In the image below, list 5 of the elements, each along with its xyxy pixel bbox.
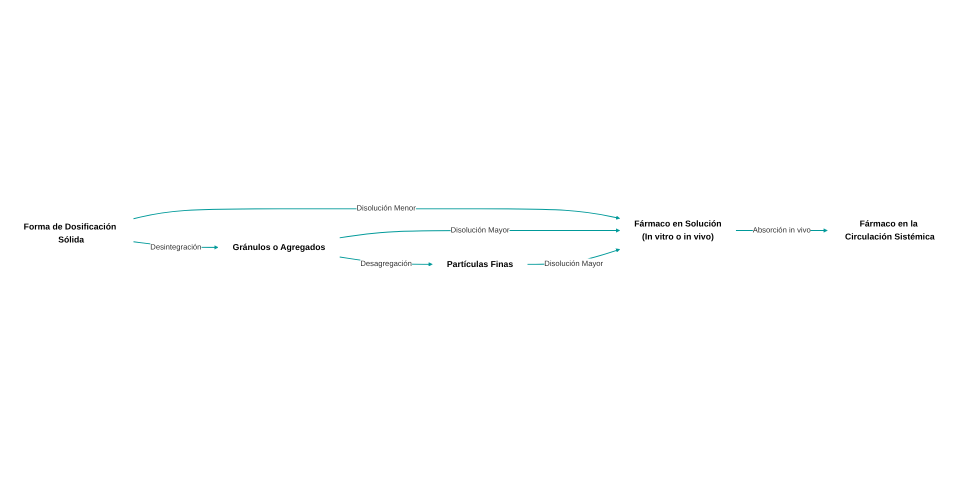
node-text: Fármaco en Solución (In vitro o in vivo) [634, 218, 722, 242]
node-text: Partículas Finas [446, 259, 514, 269]
node-text: Forma de Dosificación Sólida [24, 222, 116, 244]
node-text: Fármaco en la Circulación Sistémica [844, 218, 935, 242]
node-text: Gránulos o Agregados [232, 242, 326, 252]
